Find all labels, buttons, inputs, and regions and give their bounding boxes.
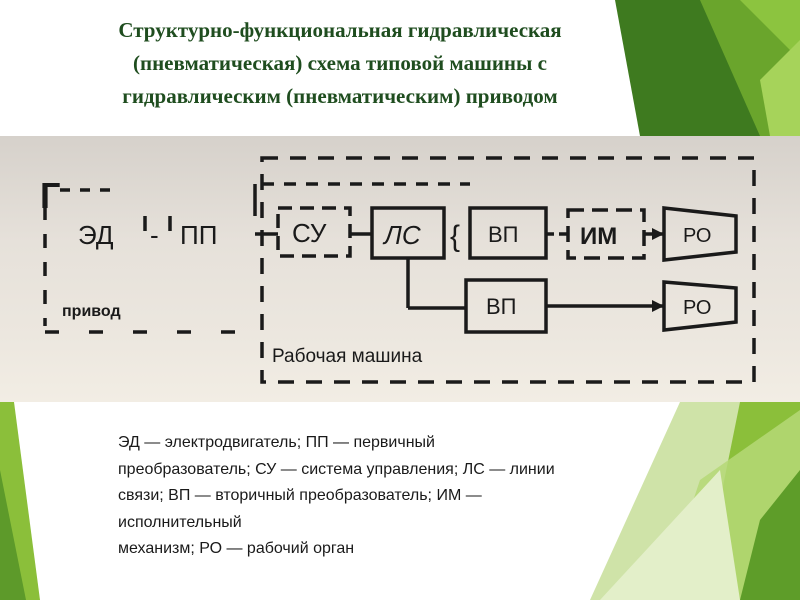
- vp-bottom-label: ВП: [486, 294, 517, 319]
- legend-text: ЭД — электродвигатель; ПП — первичный пр…: [118, 430, 588, 563]
- title-line: (пневматическая) схема типовой машины с: [132, 51, 547, 75]
- title-line: гидравлическим (пневматическим) приводом: [122, 84, 558, 108]
- ro-bottom-shape: [662, 280, 738, 332]
- group-label-top: Г: [40, 175, 60, 216]
- ro-top-shape: [662, 206, 738, 262]
- ro-top-label: РО: [683, 225, 711, 247]
- legend-line: механизм; РО — рабочий орган: [118, 540, 355, 557]
- pp-label: ПП: [180, 220, 217, 250]
- su-label: СУ: [292, 218, 327, 248]
- legend-line: связи; ВП — вторичный преобразователь; И…: [118, 487, 482, 504]
- hydraulic-scheme-diagram: { Г привод ЭД - ПП СУ ЛС ВП ВП ИМ РО РО …: [40, 156, 756, 384]
- diagram-photo: { Г привод ЭД - ПП СУ ЛС ВП ВП ИМ РО РО …: [0, 136, 800, 402]
- dash-symbol: -: [150, 220, 159, 250]
- vp-top-label: ВП: [488, 222, 519, 247]
- ro-bottom-label: РО: [683, 297, 711, 319]
- arrow-ro-top: [652, 228, 664, 240]
- brace-symbol: {: [450, 220, 460, 253]
- working-machine-border: [260, 156, 756, 384]
- legend-line: исполнительный: [118, 513, 242, 531]
- legend-line: преобразователь; СУ — система управления…: [118, 460, 555, 478]
- title-line: Структурно-функциональная гидравлическая: [118, 18, 562, 42]
- im-label: ИМ: [580, 223, 617, 250]
- arrow-ro-bottom: [652, 300, 664, 312]
- slide-title: Структурно-функциональная гидравлическая…: [40, 14, 640, 113]
- legend-line: ЭД — электродвигатель; ПП — первичный: [118, 434, 435, 451]
- ed-label: ЭД: [78, 220, 114, 250]
- working-machine-label: Рабочая машина: [272, 346, 423, 367]
- ls-label: ЛС: [382, 220, 421, 250]
- su-box: [276, 206, 352, 258]
- group-label-bottom: привод: [62, 303, 121, 320]
